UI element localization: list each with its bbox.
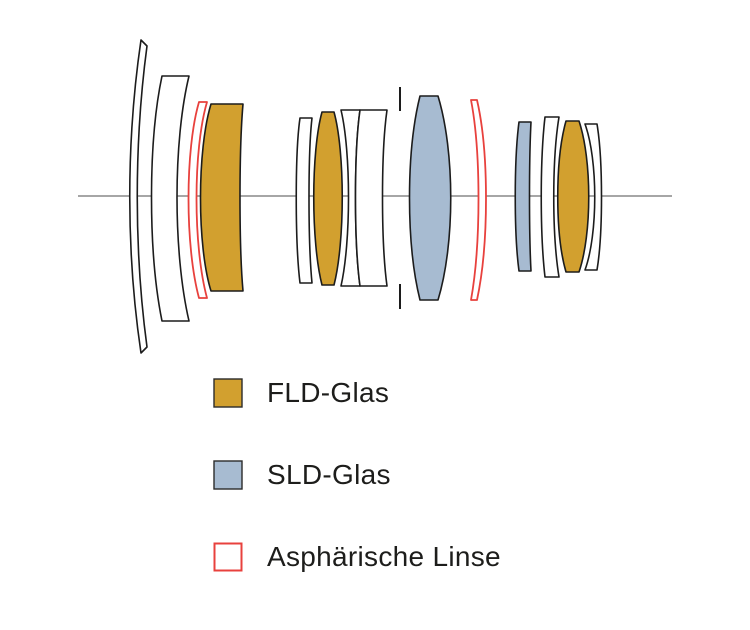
lens-element-8 (354, 109, 388, 287)
legend-item-aspherical: Asphärische Linse (213, 542, 501, 572)
lens-element-4-fld (199, 103, 244, 292)
legend: FLD-Glas SLD-Glas Asphärische Linse (213, 378, 501, 624)
sld-swatch-rect (213, 460, 243, 490)
lens-element-6-fld (312, 111, 344, 286)
lens-element-3-aspherical (187, 101, 208, 299)
legend-label-sld: SLD-Glas (267, 459, 391, 490)
lens-element-13-fld (556, 120, 590, 273)
legend-item-fld: FLD-Glas (213, 378, 501, 408)
fld-glass-swatch-icon (213, 378, 243, 408)
sld-glass-swatch-icon (213, 460, 243, 490)
lens-element-1 (128, 39, 148, 354)
legend-label-aspherical: Asphärische Linse (267, 541, 501, 572)
legend-item-sld: SLD-Glas (213, 460, 501, 490)
lens-element-12 (540, 116, 560, 278)
lens-element-2 (150, 75, 190, 322)
aspherical-swatch-rect (213, 542, 243, 572)
fld-swatch-rect (213, 378, 243, 408)
aspherical-lens-swatch-icon (213, 542, 243, 572)
lens-element-5 (295, 117, 313, 284)
lens-element-11-sld (514, 121, 532, 272)
lens-element-10-aspherical (470, 99, 487, 301)
lens-element-14 (584, 123, 603, 271)
lens-construction-diagram (78, 39, 672, 354)
legend-label-fld: FLD-Glas (267, 377, 390, 408)
lens-element-9-sld (408, 95, 452, 301)
